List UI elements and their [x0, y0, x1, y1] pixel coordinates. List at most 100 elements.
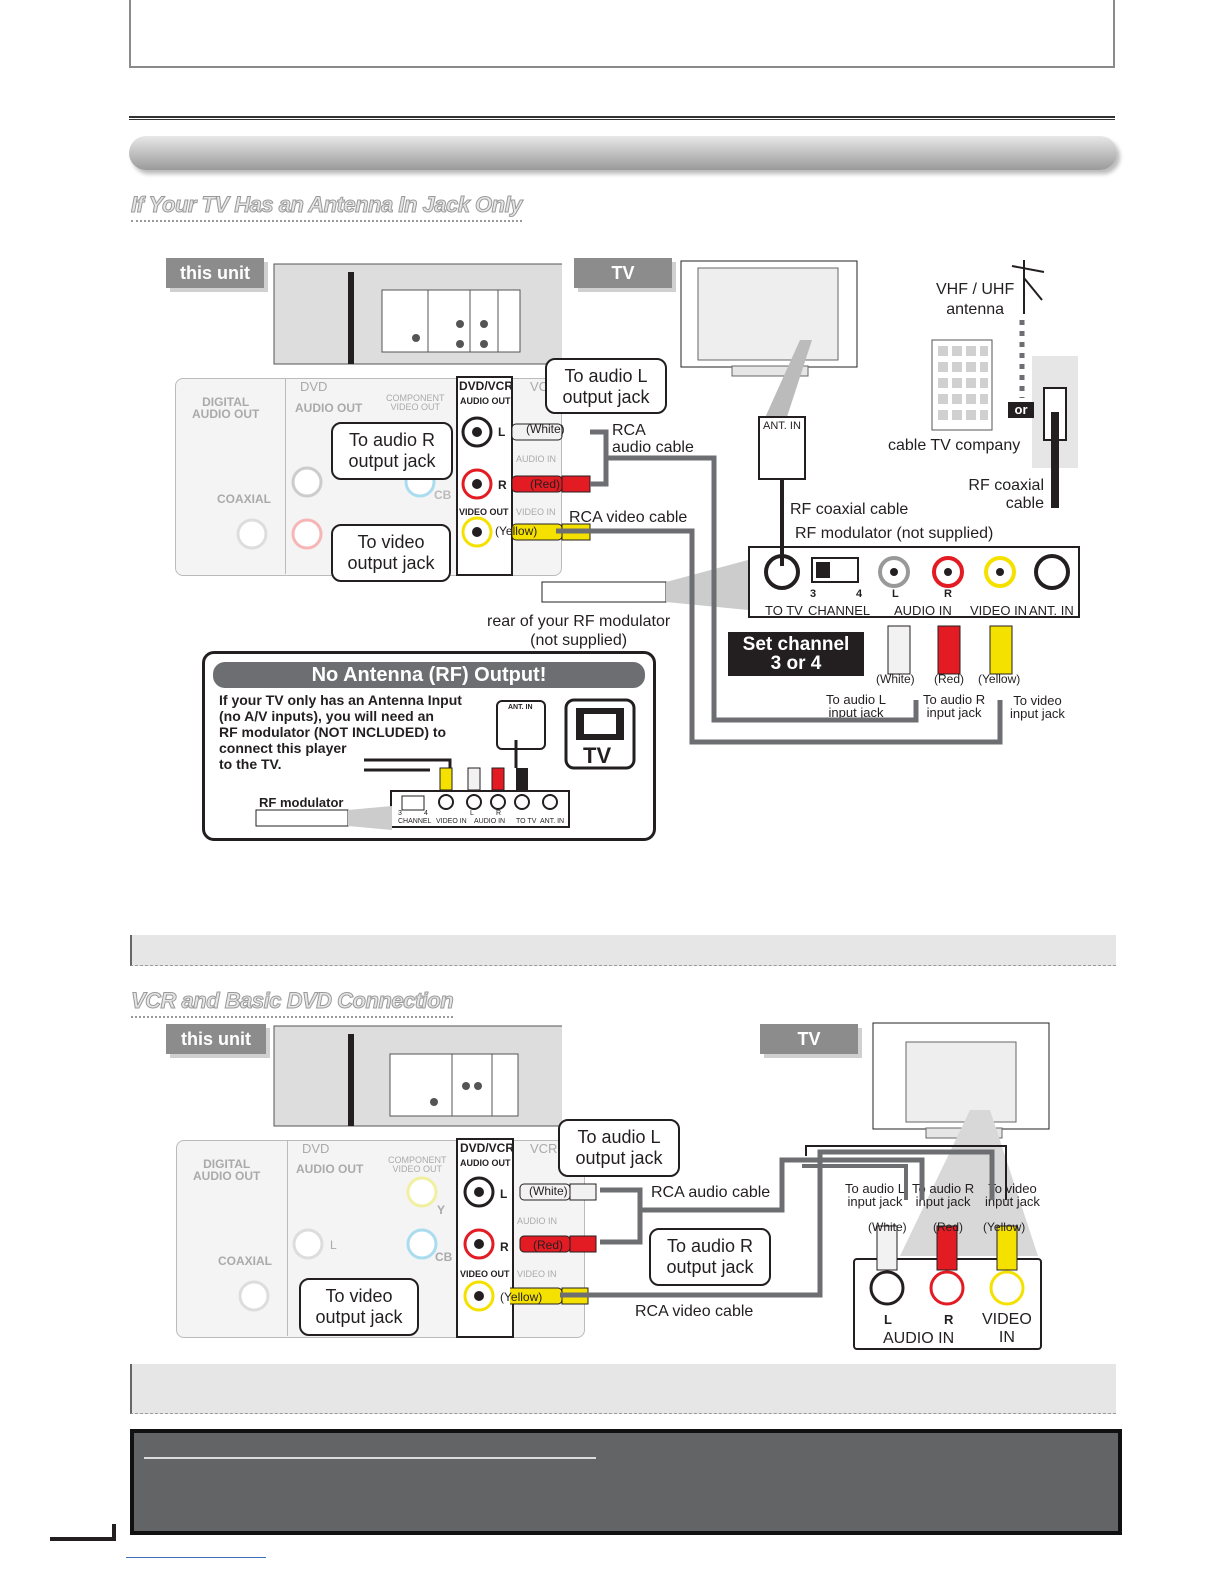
panel-audio-out-2: AUDIO OUT [460, 396, 511, 406]
panel2-dvdvcr: DVD/VCR [460, 1141, 515, 1155]
section1-cables [556, 429, 1003, 745]
no-antenna-tv-label: TV [583, 743, 612, 768]
panel2-audio-out: AUDIO OUT [296, 1162, 364, 1176]
no-antenna-mod-jacks [401, 767, 558, 811]
footer-rule [50, 1537, 116, 1541]
antenna-icon [1011, 260, 1045, 314]
mod-audio-in: AUDIO IN [894, 603, 952, 618]
mod-ch3: 3 [810, 588, 817, 600]
no-antenna-tv-icon [564, 698, 636, 770]
panel-divider-2 [287, 1140, 288, 1336]
section1-title: If Your TV Has an Antenna In Jack Only [131, 192, 523, 222]
note-box [130, 1429, 1122, 1535]
panel2-video-in: VIDEO IN [517, 1269, 557, 1279]
or-badge: or [1008, 402, 1034, 418]
tv-ant-in-label: ANT. IN [763, 420, 801, 432]
panel-coaxial: COAXIAL [217, 492, 271, 506]
panel-dvd-label: DVD [300, 379, 328, 394]
nm-ch4: 4 [424, 810, 428, 817]
no-antenna-text: If your TV only has an Antenna Input (no… [219, 692, 462, 772]
cable-company-icon [931, 320, 1078, 508]
note-underline [144, 1457, 596, 1459]
s1-red-in: (Red) [934, 672, 965, 686]
panel2-l: L [500, 1187, 508, 1201]
s2-yellow-in: (Yellow) [983, 1220, 1026, 1234]
s2-rca-video-cable: RCA video cable [635, 1303, 754, 1320]
panel2-l-faint: L [330, 1238, 337, 1252]
nm-to-tv: TO TV [516, 818, 537, 825]
this-unit-tag: this unit [166, 258, 264, 288]
panel-cb: CB [434, 488, 452, 502]
rear-rf-label: rear of your RF modulator(not supplied) [487, 613, 671, 649]
s2-white-plug: (White) [529, 1184, 568, 1198]
tv-zoom-wedge-2 [900, 1110, 1038, 1256]
grey-band-1 [130, 935, 1116, 966]
section2-cables [560, 1145, 1007, 1298]
tv-jack-l: L [884, 1312, 892, 1327]
tv-input-plugs [869, 1225, 1025, 1306]
panel-divider [285, 378, 286, 574]
section2-title: VCR and Basic DVD Connection [130, 988, 454, 1018]
no-antenna-title: No Antenna (RF) Output! [213, 662, 645, 688]
unit-rear-illustration-2 [273, 1025, 562, 1127]
header-box [129, 0, 1115, 68]
s2-white-in: (White) [868, 1220, 907, 1234]
nm-ch3: 3 [398, 810, 402, 817]
rf-modulator-jacks [764, 554, 1070, 590]
panel2-r: R [500, 1240, 509, 1254]
no-antenna-ant-in [496, 700, 546, 750]
tv-jack-audio-in: AUDIO IN [883, 1330, 955, 1347]
mod-video-in: VIDEO IN [970, 603, 1028, 618]
nm-l: L [470, 810, 474, 817]
tv-tag: TV [574, 258, 672, 288]
section2-panel-jacks [238, 1176, 495, 1312]
rca-video-cable-label: RCA video cable [569, 509, 688, 526]
panel-l: L [498, 425, 506, 439]
panel-vcr-label: VC [530, 379, 549, 394]
panel2-vcr: VCR [530, 1141, 558, 1156]
no-antenna-cables [364, 740, 518, 772]
nm-channel: CHANNEL [398, 818, 432, 825]
mod-ant-in: ANT. IN [1029, 603, 1074, 618]
panel2-video-out: VIDEO OUT [460, 1269, 510, 1279]
unit-rear-illustration [273, 263, 562, 365]
section-title-bar [129, 136, 1117, 170]
panel2-dvd: DVD [302, 1141, 330, 1156]
panel-audio-out: AUDIO OUT [295, 401, 363, 415]
nm-r: R [496, 810, 502, 817]
panel-dvdvcr-label: DVD/VCR [459, 379, 514, 393]
nm-audio-in: AUDIO IN [474, 818, 506, 825]
mod-ch4: 4 [856, 588, 863, 600]
s1-yellow-in: (Yellow) [978, 672, 1021, 686]
panel2-coaxial: COAXIAL [218, 1254, 272, 1268]
yellow-plug-label: (Yellow) [495, 524, 538, 538]
panel-r: R [498, 478, 507, 492]
no-antenna-ant-in-label: ANT. IN [508, 704, 533, 711]
rf-modulator-rear [748, 546, 1080, 618]
rf-modulator-device [541, 560, 748, 610]
panel2-audio-out-2: AUDIO OUT [460, 1158, 511, 1168]
red-plug-label: (Red) [530, 477, 561, 491]
section1-input-plugs [887, 625, 1013, 675]
s2-rca-audio-cable: RCA audio cable [651, 1184, 771, 1201]
no-antenna-rf-modulator: RF modulator [259, 795, 344, 810]
tv-ant-in-jack [758, 416, 806, 480]
s1-white-in: (White) [876, 672, 915, 686]
no-antenna-mod-device [255, 806, 392, 830]
mod-l: L [892, 588, 899, 600]
mod-to-tv: TO TV [765, 603, 803, 618]
cable-company-label: cable TV company [888, 437, 1021, 454]
footer-link-line [126, 1557, 266, 1558]
mod-r: R [944, 588, 952, 600]
tv-illustration [680, 260, 858, 377]
panel-video-in: VIDEO IN [516, 507, 556, 517]
